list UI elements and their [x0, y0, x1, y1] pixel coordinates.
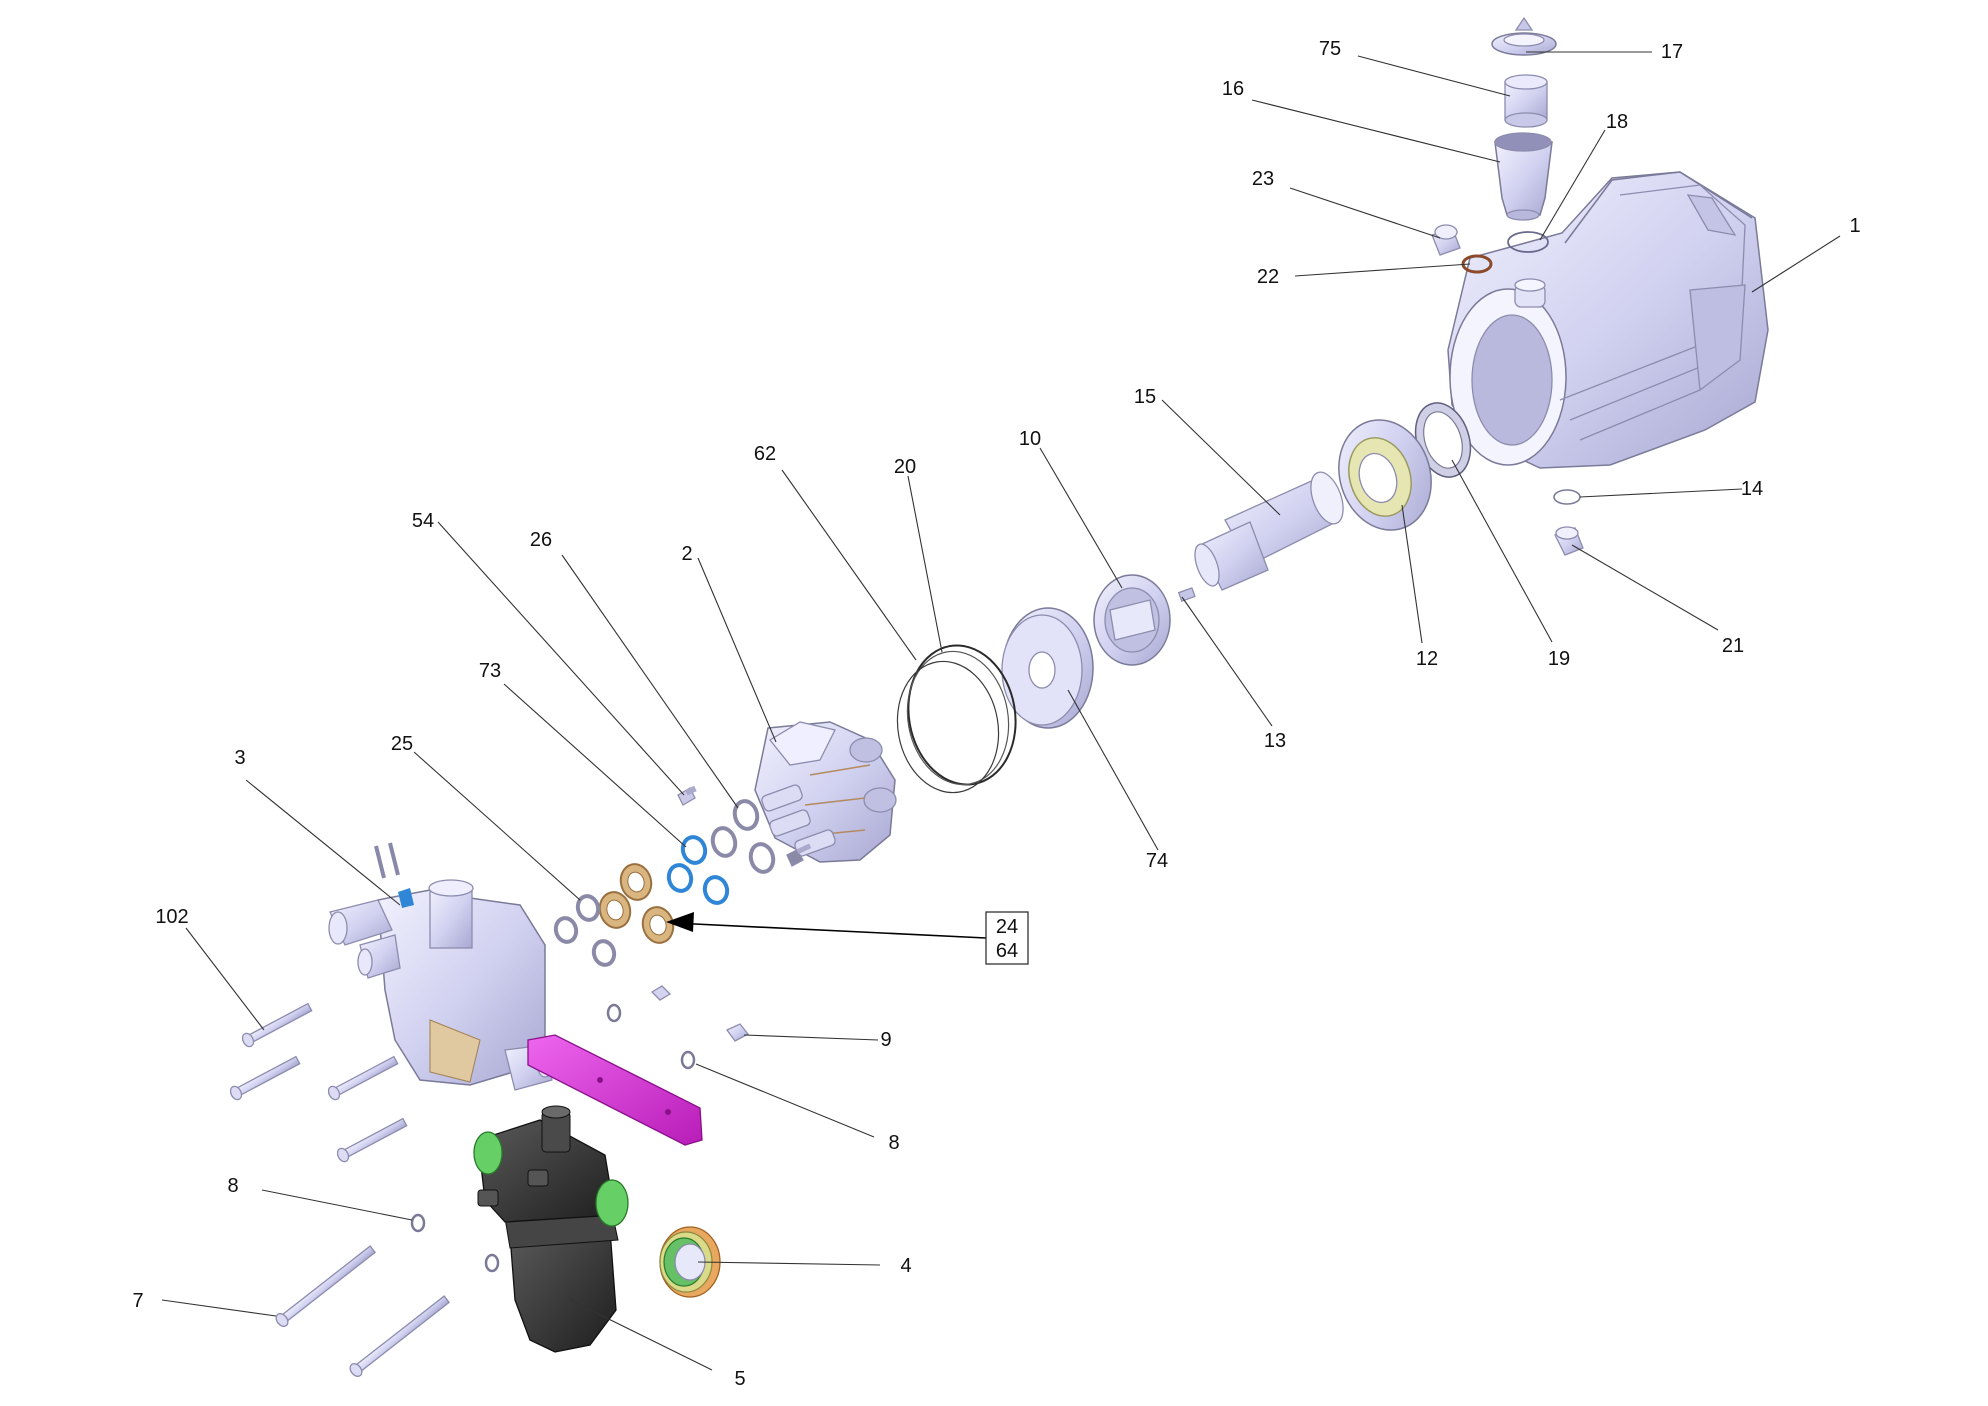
oring-18 — [1507, 231, 1549, 253]
leader-lines — [161, 51, 1841, 1371]
key-13 — [1177, 587, 1196, 602]
label-2: 2 — [681, 543, 692, 565]
pump-housing — [1447, 171, 1769, 469]
oring-20 — [907, 644, 1017, 786]
label-74: 74 — [1146, 850, 1168, 872]
bearing-12 — [1338, 419, 1432, 531]
callout-line-1: 24 — [996, 916, 1018, 938]
label-15: 15 — [1134, 386, 1156, 408]
label-22: 22 — [1257, 266, 1279, 288]
label-10: 10 — [1019, 428, 1041, 450]
label-5: 5 — [734, 1368, 745, 1390]
label-62: 62 — [754, 443, 776, 465]
label-54: 54 — [412, 510, 434, 532]
swash-plate-10 — [1093, 574, 1171, 666]
label-7: 7 — [132, 1290, 143, 1312]
screw-54 — [677, 785, 697, 806]
washer-small-b — [484, 1253, 500, 1273]
washer-8-right — [680, 1050, 696, 1070]
callout-line-2: 64 — [996, 940, 1018, 962]
label-19: 19 — [1548, 648, 1570, 670]
bolts-7 — [275, 1245, 450, 1377]
label-25: 25 — [391, 733, 413, 755]
label-12: 12 — [1416, 648, 1438, 670]
filter-5 — [473, 1105, 629, 1353]
bracket-magenta — [527, 1034, 703, 1146]
label-13: 13 — [1264, 730, 1286, 752]
cylinder-75 — [1504, 74, 1548, 128]
valve-body-3 — [328, 842, 554, 1091]
label-17: 17 — [1661, 41, 1683, 63]
label-18: 18 — [1606, 111, 1628, 133]
oring-14 — [1553, 489, 1581, 505]
label-21: 21 — [1722, 635, 1744, 657]
washers-25 — [553, 894, 617, 967]
label-16: 16 — [1222, 78, 1244, 100]
disc-74 — [1001, 607, 1094, 729]
washer-8-left — [410, 1213, 426, 1233]
small-nut — [650, 985, 672, 1001]
ring-19 — [1414, 402, 1472, 478]
label-102: 102 — [155, 906, 188, 928]
cup-16 — [1494, 132, 1553, 221]
bolts-102 — [229, 1002, 408, 1163]
label-73: 73 — [479, 660, 501, 682]
oring-62 — [896, 660, 1000, 794]
label-20: 20 — [894, 456, 916, 478]
label-23: 23 — [1252, 168, 1274, 190]
washers-26 — [710, 799, 776, 874]
label-8-left: 8 — [227, 1175, 238, 1197]
plug-21 — [1554, 526, 1584, 556]
callout-box-24-64: 24 64 — [985, 911, 1029, 965]
label-26: 26 — [530, 529, 552, 551]
nut-9 — [726, 1023, 749, 1042]
coupling-4 — [659, 1226, 721, 1298]
seals-73 — [666, 835, 730, 905]
screw-head-small — [786, 843, 812, 867]
label-9: 9 — [880, 1029, 891, 1051]
shaft-15 — [1194, 471, 1344, 591]
washer-small-a — [606, 1003, 622, 1023]
label-75: 75 — [1319, 38, 1341, 60]
label-8-right: 8 — [888, 1132, 899, 1154]
top-cap-17 — [1491, 16, 1557, 56]
seals-24-64 — [598, 863, 675, 944]
plug-23 — [1431, 224, 1461, 256]
label-3: 3 — [234, 747, 245, 769]
cylinder-head-2 — [754, 721, 897, 863]
part-labels: 17 75 16 18 23 22 1 15 14 10 20 62 54 26… — [132, 38, 1860, 1390]
label-1: 1 — [1849, 215, 1860, 237]
label-4: 4 — [900, 1255, 911, 1277]
label-14: 14 — [1741, 478, 1763, 500]
